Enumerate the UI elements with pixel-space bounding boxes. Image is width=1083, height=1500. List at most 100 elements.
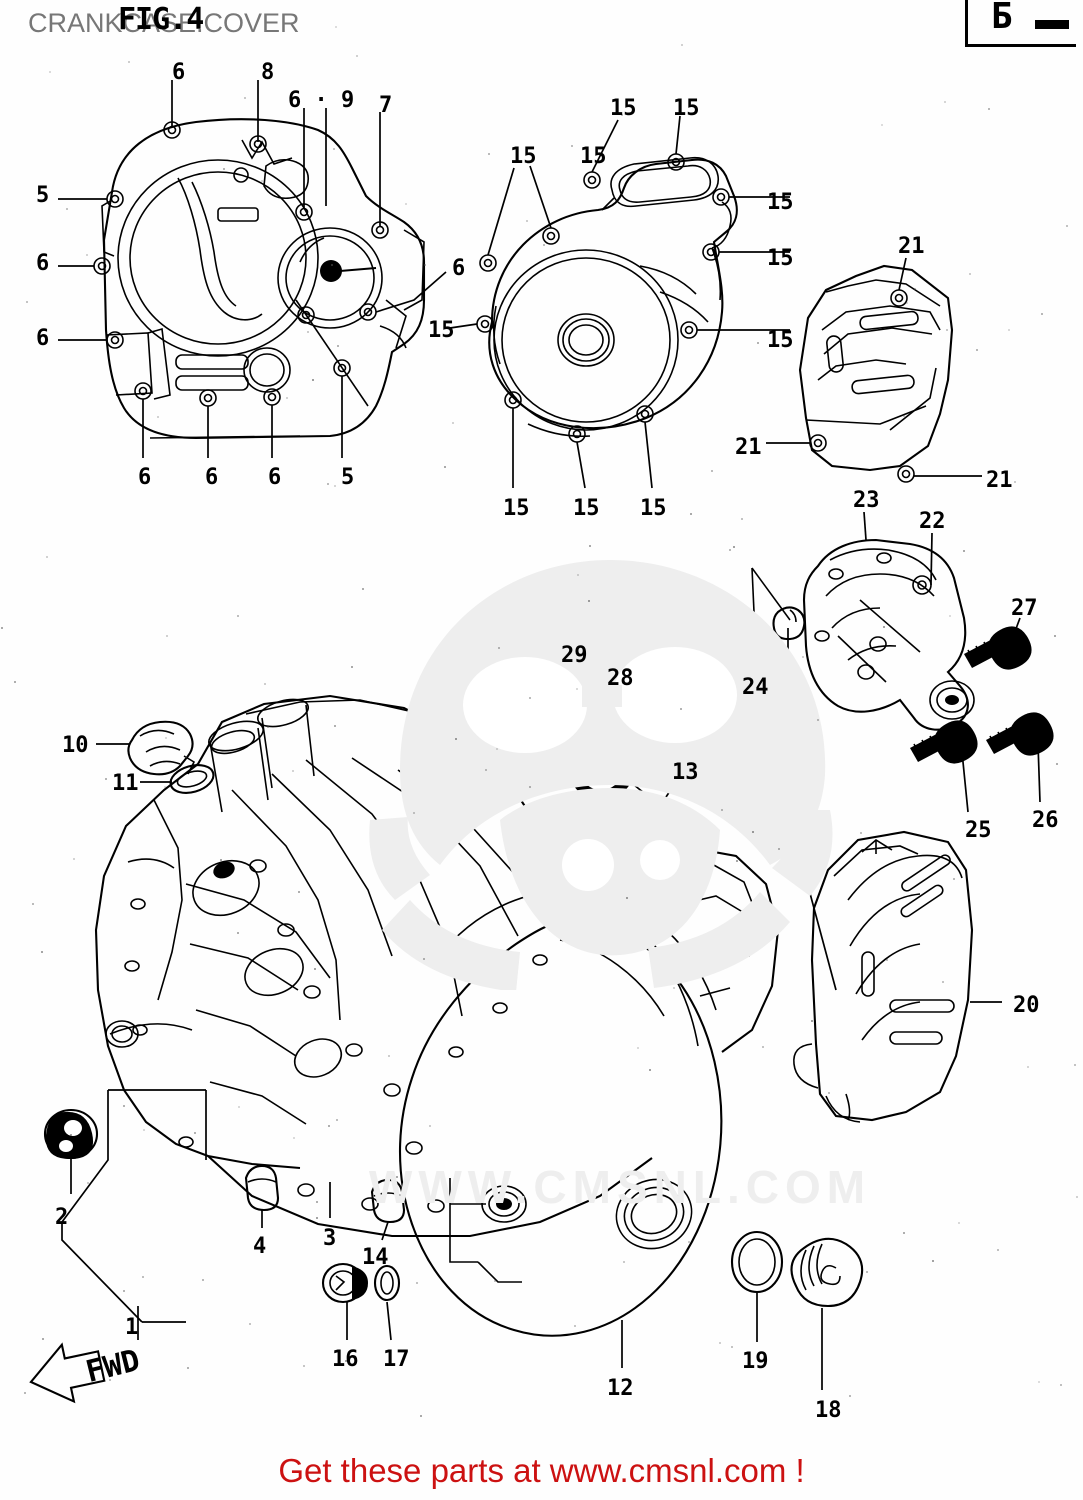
- scan-speckle: [802, 656, 804, 658]
- scan-speckle: [298, 891, 300, 893]
- callout-25: 25: [965, 818, 992, 843]
- scan-speckle: [238, 1106, 240, 1108]
- callout-15: 15: [640, 496, 667, 521]
- callout-10: 10: [62, 733, 89, 758]
- scan-speckle: [70, 1134, 72, 1136]
- scan-speckle: [312, 379, 314, 381]
- scan-speckle: [719, 1342, 721, 1344]
- scan-speckle: [267, 726, 269, 728]
- scan-speckle: [307, 331, 309, 333]
- callout-6---9: 6 · 9: [288, 88, 355, 113]
- scan-speckle: [335, 26, 337, 28]
- fwd-arrow: [29, 1342, 106, 1404]
- scan-speckle: [293, 1137, 295, 1139]
- callout-12: 12: [607, 1376, 634, 1401]
- figure-number: FIG.4: [118, 2, 204, 37]
- scan-speckle: [327, 483, 329, 485]
- leader-bracket-1: [61, 1089, 207, 1340]
- scan-speckle: [123, 1105, 125, 1107]
- part-bolt-25: [910, 720, 978, 813]
- scan-speckle: [526, 220, 528, 222]
- leader-lines-starter-housing: [757, 511, 933, 991]
- scan-speckle: [105, 778, 107, 780]
- scan-speckle: [721, 809, 723, 811]
- scan-speckle: [157, 416, 159, 418]
- scan-speckle: [351, 666, 353, 668]
- scan-speckle: [1074, 1064, 1076, 1066]
- scan-speckle: [249, 1323, 251, 1325]
- leader-lines-bolt-27: [1013, 617, 1021, 635]
- scan-speckle: [576, 688, 578, 690]
- part-dowel-pin-4: [244, 1164, 280, 1228]
- scan-speckle: [762, 1046, 764, 1048]
- callout-6: 6: [138, 465, 152, 490]
- callout-8: 8: [261, 60, 275, 85]
- scan-speckle: [626, 897, 628, 899]
- scan-speckle: [932, 1260, 934, 1262]
- callout-3: 3: [323, 1226, 337, 1251]
- part-dowel-pin-14: [370, 1178, 406, 1241]
- scan-speckle: [429, 1125, 431, 1127]
- scan-speckle: [336, 1119, 338, 1121]
- leader-lines-clutch-cover: [58, 80, 447, 458]
- callout-26: 26: [1032, 808, 1059, 833]
- badge-letter: Б: [991, 0, 1013, 37]
- callout-21: 21: [986, 468, 1013, 493]
- part-o-ring-19: [730, 1230, 784, 1342]
- part-chain-cover: [793, 830, 974, 1123]
- scan-speckle: [142, 1276, 144, 1278]
- part-oil-filler-cap: [127, 720, 196, 776]
- callout-15: 15: [767, 246, 794, 271]
- scan-speckle: [903, 1232, 905, 1234]
- watermark-url: WWW.CMSNL.COM: [368, 1161, 872, 1213]
- scan-speckle: [1027, 1066, 1029, 1068]
- scan-speckle: [906, 302, 908, 304]
- callout-5: 5: [36, 183, 50, 208]
- scan-speckle: [333, 148, 335, 150]
- scan-speckle: [958, 1222, 960, 1224]
- badge-frame: [965, 0, 1076, 47]
- scan-speckle: [946, 329, 948, 331]
- scan-speckle: [757, 342, 759, 344]
- scan-speckle: [237, 615, 239, 617]
- scan-speckle: [73, 858, 75, 860]
- scan-speckle: [220, 859, 222, 861]
- scan-speckle: [223, 168, 225, 170]
- scan-speckle: [828, 1092, 830, 1094]
- scan-speckle: [963, 550, 965, 552]
- scan-speckle: [345, 1360, 347, 1362]
- scan-speckle: [14, 681, 16, 683]
- scan-speckle: [416, 1282, 418, 1284]
- scan-speckle: [49, 71, 51, 73]
- part-clutch-cover-outer: [101, 118, 426, 440]
- callout-15: 15: [610, 96, 637, 121]
- callout-17: 17: [383, 1347, 410, 1372]
- scan-speckle: [87, 1182, 89, 1184]
- dowel-pin-24: [772, 606, 806, 641]
- scan-speckle: [690, 513, 692, 515]
- cta-footer[interactable]: Get these parts at www.cmsnl.com !: [278, 1452, 805, 1489]
- scan-speckle: [24, 1392, 26, 1394]
- callout-6: 6: [205, 465, 219, 490]
- scan-speckle: [571, 145, 573, 147]
- callout-18: 18: [815, 1398, 842, 1423]
- scan-speckle: [26, 301, 28, 303]
- scan-speckle: [969, 273, 971, 275]
- scan-speckle: [681, 44, 683, 46]
- callout-16: 16: [332, 1347, 359, 1372]
- scan-speckle: [42, 1338, 44, 1340]
- scan-speckle: [261, 180, 263, 182]
- scan-speckle: [914, 288, 916, 290]
- scan-speckle: [1066, 225, 1068, 227]
- scan-speckle: [942, 981, 944, 983]
- callout-6: 6: [36, 326, 50, 351]
- callout-1: 1: [125, 1315, 139, 1340]
- scan-speckle: [413, 812, 415, 814]
- part-plug-16: [321, 1262, 368, 1340]
- leader-lines-filler: [96, 743, 172, 783]
- scan-speckle: [866, 1271, 868, 1273]
- clutch-cover-bolt-bosses: [93, 121, 389, 407]
- scan-speckle: [356, 55, 358, 57]
- part-sprocket-guard: [798, 264, 954, 472]
- part-starter-housing: [751, 538, 975, 731]
